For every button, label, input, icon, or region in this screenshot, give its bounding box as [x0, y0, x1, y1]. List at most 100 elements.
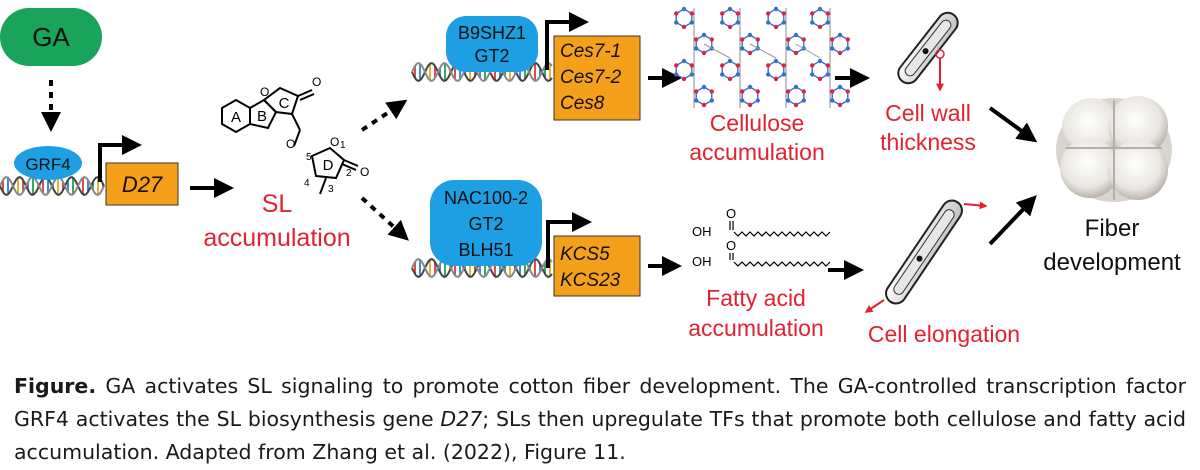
cellulose-atom — [681, 76, 687, 82]
cellulose-atom — [735, 20, 740, 25]
cellulose-atom — [747, 102, 753, 108]
cellulose-atom — [825, 72, 830, 77]
ring-d-label: D — [323, 157, 334, 174]
cellulose-atom — [674, 72, 679, 77]
grf4-node: GRF4 — [14, 146, 82, 180]
cellulose-atom — [773, 76, 779, 82]
bottom-gene-2: KCS23 — [560, 270, 621, 291]
cellulose-atom — [727, 24, 733, 30]
cellulose-atom — [681, 24, 687, 30]
position-3-label: 3 — [328, 184, 334, 195]
cellulose-atom — [720, 63, 725, 68]
cellulose-atom — [740, 46, 745, 51]
caption-text-1: GA activates SL signaling to promote cot… — [14, 374, 1186, 431]
bottom-tf-3: BLH51 — [458, 240, 513, 260]
ether-o-label: O — [286, 137, 295, 151]
d27-gene-box: D27 — [105, 162, 179, 206]
carbonyl-o-label-2: O — [360, 165, 369, 179]
cellulose-atom — [694, 37, 699, 42]
cellulose-atom — [830, 46, 835, 51]
cellulose-atom — [786, 46, 791, 51]
cellulose-atom — [689, 20, 694, 25]
top-gene-box: Ces7-1 Ces7-2 Ces8 — [553, 35, 641, 121]
strigolactone-structure — [221, 86, 359, 195]
cellulose-atom — [735, 72, 740, 77]
cellulose-atom — [727, 76, 733, 82]
cellulose-atom — [755, 98, 760, 103]
caption-gene: D27 — [440, 407, 483, 431]
cellulose-atom — [786, 98, 791, 103]
cellulose-atom — [830, 98, 835, 103]
cellulose-atom — [825, 11, 830, 16]
cellulose-atom — [701, 32, 707, 38]
cellulose-atom — [810, 72, 815, 77]
cellulose-atom — [766, 72, 771, 77]
cellulose-atom — [781, 63, 786, 68]
cellulose-atom — [781, 72, 786, 77]
fiber-development-label: development — [1043, 249, 1181, 276]
caption-text-2: ; SLs then upregulate TFs that promote b… — [14, 407, 1186, 464]
cellulose-atom — [766, 11, 771, 16]
cellulose-atom — [689, 63, 694, 68]
cellulose-atom — [740, 37, 745, 42]
top-tf-2: GT2 — [474, 46, 509, 66]
cellulose-ring — [695, 86, 713, 106]
ring-c-label: C — [279, 95, 290, 112]
cellulose-atom — [740, 98, 745, 103]
cellulose-atom — [727, 58, 733, 64]
fa1-o-label: O — [726, 206, 736, 221]
cellulose-atom — [701, 102, 707, 108]
cellulose-ring — [767, 8, 785, 28]
cellulose-h-bond — [795, 43, 821, 59]
cellwall-label: Cell wall — [885, 100, 971, 126]
ga-node: GA — [0, 8, 102, 66]
cellulose-atom — [773, 58, 779, 64]
cellulose-ring — [721, 60, 739, 80]
cellulose-ring — [675, 60, 693, 80]
cellulose-atom — [817, 24, 823, 30]
cellulose-atom — [674, 63, 679, 68]
cellulose-atom — [837, 84, 843, 90]
dna-helix-bottom — [411, 258, 553, 278]
promoter-arrow-bottom — [546, 212, 592, 268]
cellulose-atom — [845, 46, 850, 51]
helix-strand — [411, 258, 553, 278]
cellulose-atom — [817, 58, 823, 64]
fa2-oh-label: OH — [692, 254, 712, 269]
cellulose-atom — [701, 84, 707, 90]
cellulose-atom — [781, 11, 786, 16]
cellulose-atom — [701, 50, 707, 56]
cellulose-atom — [801, 37, 806, 42]
cellulose-atom — [755, 89, 760, 94]
cellulose-atom — [709, 37, 714, 42]
cellulose-atom — [740, 89, 745, 94]
cellulose-atom — [689, 72, 694, 77]
cellulose-atom — [694, 46, 699, 51]
ga-label: GA — [32, 22, 70, 52]
cellulose-atom — [720, 72, 725, 77]
cellulose-atom — [747, 84, 753, 90]
top-gene-2: Ces7-2 — [560, 67, 622, 88]
helix-strand — [0, 176, 105, 196]
elongation-arrow-top — [963, 201, 988, 210]
bottom-tf-1: NAC100-2 — [444, 188, 528, 208]
d27-label: D27 — [122, 172, 163, 197]
position-1-label: 1 — [340, 140, 346, 151]
bottom-gene-box: KCS5 KCS23 — [553, 235, 641, 297]
helix-strand — [411, 62, 553, 82]
ring-a-label: A — [231, 109, 241, 126]
cellulose-atom — [773, 6, 779, 12]
ring-o-label-2: O — [330, 135, 339, 149]
strigolactone-labels: A B C D O O O O O 1 2 3 4 5 — [231, 75, 369, 195]
cellulose-label: Cellulose — [710, 110, 805, 136]
grf4-label: GRF4 — [25, 155, 70, 174]
cellulose-atom — [793, 84, 799, 90]
cellulose-atom — [766, 20, 771, 25]
cellulose-ring — [811, 60, 829, 80]
cellulose-atom — [766, 63, 771, 68]
cellulose-atom — [720, 20, 725, 25]
cellulose-atom — [747, 50, 753, 56]
cellulose-atom — [786, 89, 791, 94]
cellulose-atom — [674, 11, 679, 16]
sl-accumulation-label: accumulation — [203, 224, 350, 252]
